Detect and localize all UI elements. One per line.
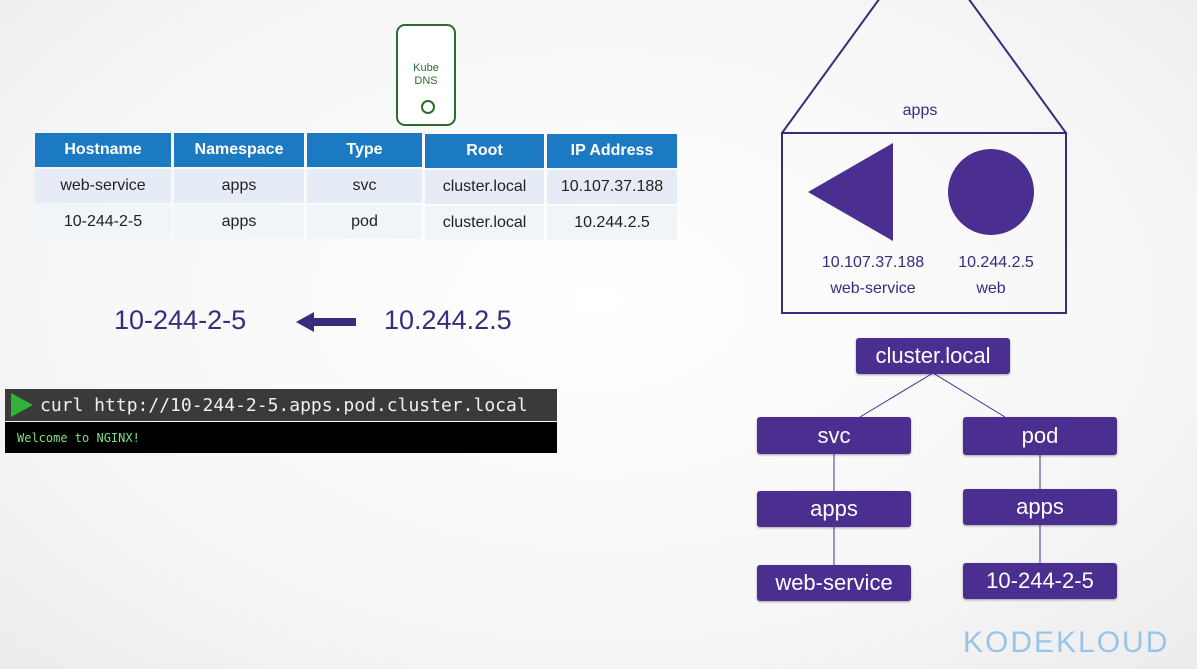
- table-row: cluster.local 10.107.37.188: [425, 170, 677, 204]
- header-ip-address: IP Address: [547, 134, 677, 168]
- converted-hostname: 10-244-2-5: [114, 305, 247, 335]
- pod-circle-icon: [948, 149, 1034, 235]
- table-row: 10-244-2-5 apps pod: [35, 205, 422, 239]
- namespace-label: apps: [902, 102, 938, 119]
- header-root: Root: [425, 134, 544, 168]
- kube-dns-circle-icon: [421, 100, 435, 114]
- terminal-command-bar: curl http://10-244-2-5.apps.pod.cluster.…: [5, 389, 557, 421]
- service-ip: 10.107.37.188: [821, 254, 925, 271]
- tree-root-cluster-local: cluster.local: [856, 338, 1010, 374]
- header-hostname: Hostname: [35, 133, 171, 167]
- kube-dns-label: Kube DNS: [398, 62, 454, 88]
- table-header-row: Root IP Address: [425, 134, 677, 168]
- dns-table-left: Hostname Namespace Type web-service apps…: [32, 131, 425, 241]
- header-type: Type: [307, 133, 422, 167]
- tree-node-pod-apps: apps: [963, 489, 1117, 525]
- pod-ip: 10.244.2.5: [958, 254, 1034, 271]
- kube-dns-label-line1: Kube: [413, 62, 439, 74]
- tree-node-svc: svc: [757, 417, 911, 454]
- kube-dns-label-line2: DNS: [414, 75, 438, 87]
- cell-namespace: apps: [174, 169, 304, 203]
- cell-type: svc: [307, 169, 422, 203]
- tree-node-svc-apps: apps: [757, 491, 911, 527]
- left-arrow-icon: [296, 312, 356, 332]
- cell-hostname: web-service: [35, 169, 171, 203]
- terminal-command: curl http://10-244-2-5.apps.pod.cluster.…: [40, 395, 528, 416]
- service-name: web-service: [830, 280, 916, 297]
- tree-leaf-web-service: web-service: [757, 565, 911, 601]
- kube-dns-box: Kube DNS: [396, 24, 456, 126]
- header-namespace: Namespace: [174, 133, 304, 167]
- cell-namespace: apps: [174, 205, 304, 239]
- pod-ip-value: 10.244.2.5: [384, 305, 512, 335]
- tree-leaf-pod-hostname: 10-244-2-5: [963, 563, 1117, 599]
- cell-root: cluster.local: [425, 170, 544, 204]
- cell-type: pod: [307, 205, 422, 239]
- cell-ip-address: 10.244.2.5: [547, 206, 677, 240]
- play-icon: [11, 393, 33, 417]
- table-row: web-service apps svc: [35, 169, 422, 203]
- tree-node-pod: pod: [963, 417, 1117, 455]
- cell-ip-address: 10.107.37.188: [547, 170, 677, 204]
- terminal-output: Welcome to NGINX!: [17, 431, 140, 445]
- table-row: cluster.local 10.244.2.5: [425, 206, 677, 240]
- namespace-house-body: [781, 132, 1067, 314]
- terminal-output-bar: Welcome to NGINX!: [5, 422, 557, 453]
- table-header-row: Hostname Namespace Type: [35, 133, 422, 167]
- service-triangle-icon: [808, 143, 893, 241]
- tree-connectors: [833, 372, 1041, 565]
- cell-root: cluster.local: [425, 206, 544, 240]
- pod-name: web: [976, 280, 1006, 297]
- cell-hostname: 10-244-2-5: [35, 205, 171, 239]
- kodekloud-logo: KODEKLOUD: [963, 626, 1170, 659]
- dns-table-right: Root IP Address cluster.local 10.107.37.…: [422, 132, 680, 242]
